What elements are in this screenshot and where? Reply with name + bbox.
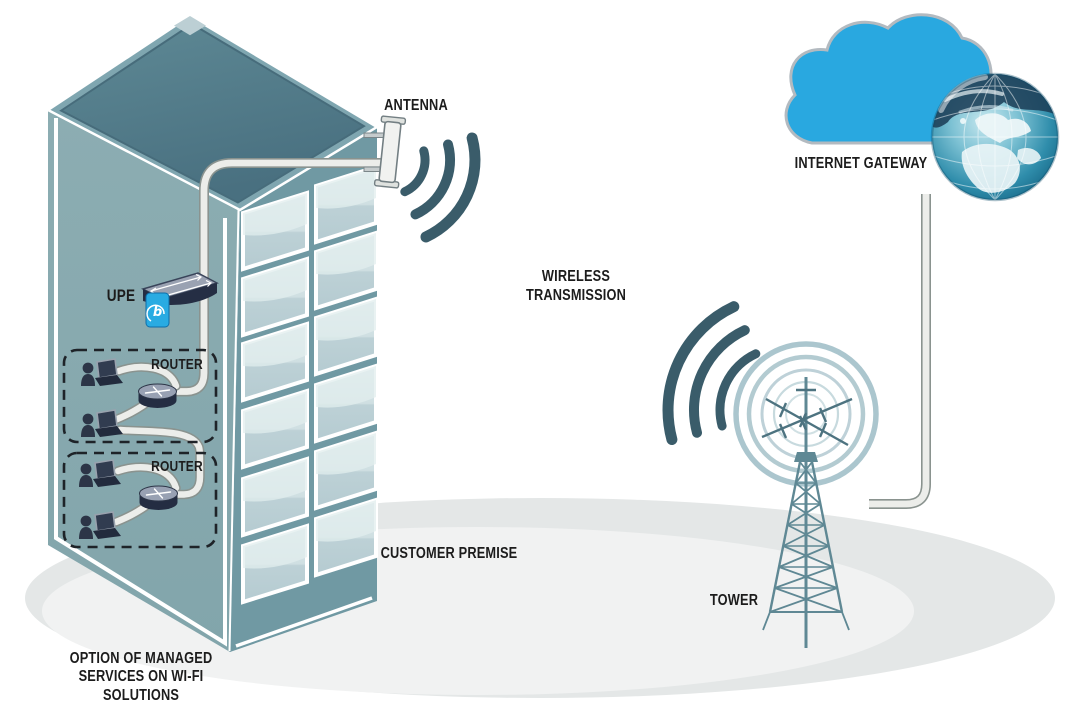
router-label-1: ROUTER bbox=[151, 356, 203, 373]
globe-icon bbox=[930, 72, 1060, 202]
router-icon bbox=[138, 485, 179, 511]
wireless-transmission-label: WIRELESS TRANSMISSION bbox=[525, 268, 627, 304]
tower-yagi-antenna bbox=[761, 388, 853, 447]
tower-icon bbox=[761, 377, 853, 648]
lan-group-box-1 bbox=[62, 348, 218, 444]
upe-switch-icon: b bbox=[141, 272, 219, 328]
gateway-cable bbox=[869, 194, 931, 509]
router-icon bbox=[137, 383, 178, 409]
upe-label: UPE bbox=[106, 286, 136, 305]
lan-group-boxes bbox=[62, 348, 218, 549]
internet-gateway-label: INTERNET GATEWAY bbox=[794, 155, 928, 172]
antenna-panel-icon bbox=[363, 115, 407, 189]
wifi-signal-icon bbox=[662, 301, 761, 445]
tower-label: TOWER bbox=[709, 592, 759, 609]
lan-group-box-2 bbox=[62, 451, 218, 549]
managed-services-note: OPTION OF MANAGED SERVICES ON WI-FI SOLU… bbox=[69, 650, 213, 704]
building-trim bbox=[54, 118, 373, 652]
wifi-signal-icon bbox=[400, 132, 481, 243]
antenna-label: ANTENNA bbox=[384, 97, 448, 114]
customer-premise-building bbox=[45, 14, 380, 652]
router-label-2: ROUTER bbox=[151, 458, 203, 475]
upe-badge-letter: b bbox=[153, 305, 162, 320]
upe-badge: b bbox=[145, 292, 170, 328]
customer-premise-label: CUSTOMER PREMISE bbox=[380, 545, 518, 562]
